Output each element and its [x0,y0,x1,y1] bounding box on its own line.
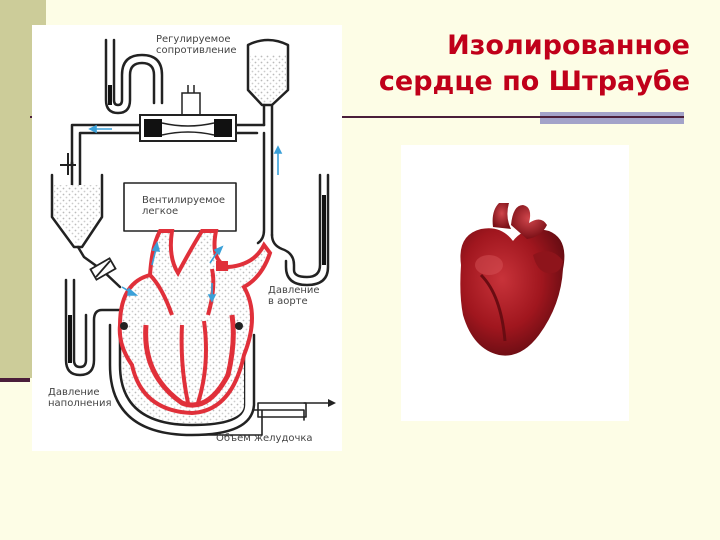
sidebar-underline [0,378,30,382]
right-tube [256,103,274,245]
slide-title: Изолированное сердце по Штраубе [350,28,690,100]
top-manometer-fill [108,85,112,105]
filling-manometer [64,278,122,377]
label-aortic-pressure: Давление в аорте [268,285,320,307]
clamp-tube [161,122,215,136]
clamp-left-block [144,119,162,137]
drop-icon [70,159,74,168]
label-ventricle-volume: Объем желудочка [216,433,313,444]
filling-manometer-fill [68,315,72,363]
label-filling-line-1: Давление [48,387,100,398]
label-resistance: Регулируемое сопротивление [156,34,237,56]
junction-right [235,322,243,330]
aortic-manometer-inner [284,173,330,287]
title-divider-accent-line [540,116,684,118]
clamp-screw [181,85,201,115]
label-filling-line-2: наполнения [48,398,112,409]
heart-drawing [117,229,273,416]
label-resistance-line-1: Регулируемое [156,34,231,45]
top-reservoir [246,38,290,107]
clamp-right-block [214,119,232,137]
slide-title-line-1: Изолированное [447,30,690,61]
lung-box [123,182,237,232]
volume-arrow-head [328,399,336,407]
title-divider [30,116,684,118]
label-aortic-line-1: Давление [268,285,320,296]
dripper [60,153,76,175]
label-lung-line-1: Вентилируемое [142,195,225,206]
slide-title-line-2: сердце по Штраубе [378,66,690,97]
label-lung-line-2: легкое [142,206,179,217]
top-manometer-inner [112,38,164,107]
label-lung: Вентилируемое легкое [142,195,225,217]
label-aortic-line-2: в аорте [268,296,308,307]
heart-photo [401,145,629,421]
heart-photo-icon [460,203,565,356]
label-filling-pressure: Давление наполнения [48,387,111,409]
filling-tube [76,245,122,289]
apparatus-diagram: Регулируемое сопротивление Вентилируемое… [32,25,342,451]
filling-manometer-inner [72,278,88,369]
stopcock [89,257,117,281]
title-divider-accent [540,112,684,124]
flow-arrows [88,124,283,303]
apparatus-drawing [50,38,336,437]
heart-illustration [460,203,565,356]
volume-recorder [257,402,307,418]
left-reservoir-fluid [54,185,100,243]
top-manometer [104,38,156,115]
junction-left [120,322,128,330]
aortic-manometer-fill [322,195,326,265]
label-resistance-line-2: сопротивление [156,45,237,56]
aortic-manometer [270,173,322,279]
top-reservoir-fluid [250,55,286,103]
